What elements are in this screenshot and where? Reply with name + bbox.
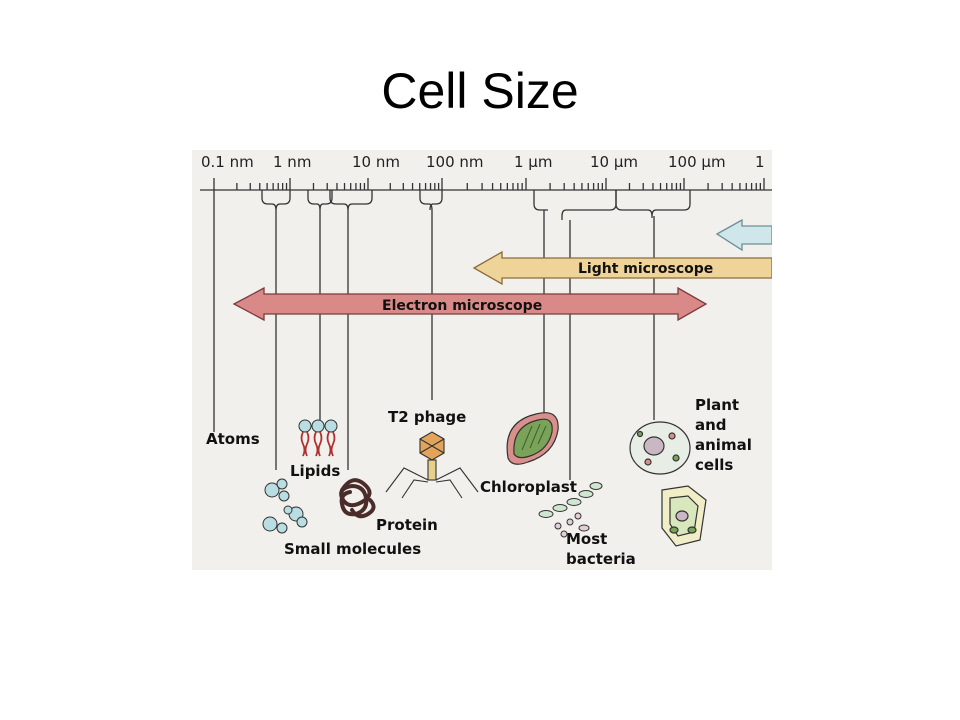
scale-label-1nm: 1 nm	[273, 153, 311, 171]
scale-label-10nm: 10 nm	[352, 153, 400, 171]
label-cells-line1: Plant	[695, 396, 739, 414]
label-small-molecules: Small molecules	[284, 540, 421, 558]
scale-label-100nm: 100 nm	[426, 153, 484, 171]
small-molecules-illustration	[262, 478, 308, 534]
label-bacteria-line1: Most	[566, 530, 607, 548]
slide-title: Cell Size	[381, 63, 579, 119]
label-atoms: Atoms	[206, 430, 260, 448]
cell-size-diagram: 0.1 nm 1 nm 10 nm 100 nm 1 µm 10 µm 100 …	[192, 150, 773, 570]
animal-cell-illustration	[629, 421, 691, 475]
label-chloroplast: Chloroplast	[480, 478, 577, 496]
scale-ruler	[200, 178, 772, 191]
scale-label-1um: 1 µm	[514, 153, 552, 171]
bacteria-illustration	[538, 482, 603, 538]
label-lipids: Lipids	[290, 462, 340, 480]
lipids-illustration	[298, 419, 338, 457]
electron-microscope-label: Electron microscope	[382, 298, 542, 314]
scale-label-10um: 10 µm	[590, 153, 638, 171]
label-cells-line4: cells	[695, 456, 733, 474]
t2-phage-illustration	[385, 431, 479, 499]
label-protein: Protein	[376, 516, 438, 534]
protein-illustration	[339, 478, 376, 519]
label-t2-phage: T2 phage	[388, 408, 466, 426]
plant-cell-illustration	[661, 485, 707, 547]
scale-label-100um: 100 µm	[668, 153, 726, 171]
label-bacteria-line2: bacteria	[566, 550, 636, 568]
chloroplast-illustration	[506, 412, 559, 465]
scale-label-1: 1	[755, 153, 765, 171]
scale-label-0-1nm: 0.1 nm	[201, 153, 254, 171]
label-cells-line2: and	[695, 416, 727, 434]
label-cells-line3: animal	[695, 436, 752, 454]
light-microscope-label: Light microscope	[578, 261, 713, 277]
light-microscope-arrow: Light microscope	[472, 250, 773, 286]
electron-microscope-arrow: Electron microscope	[232, 286, 708, 322]
